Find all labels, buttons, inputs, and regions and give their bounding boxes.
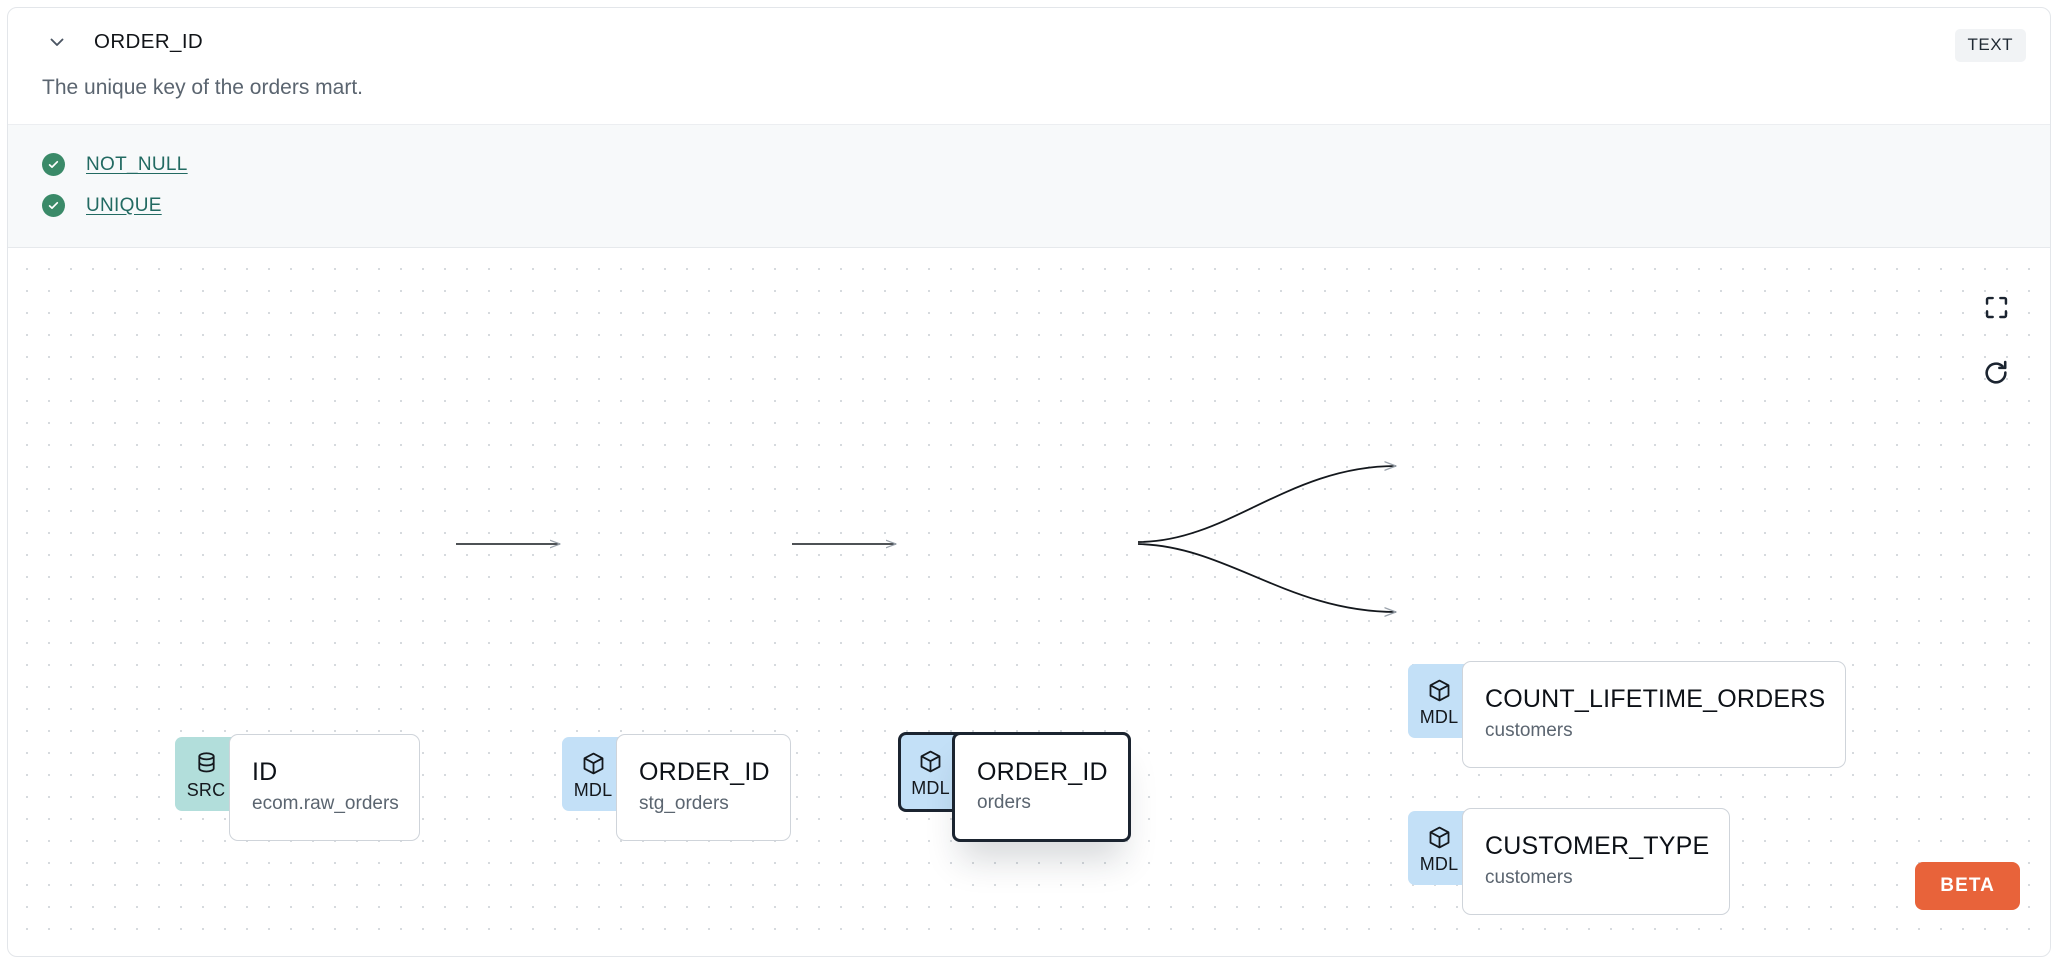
column-detail-card: ORDER_ID TEXT The unique key of the orde… <box>7 7 2051 957</box>
node-table-name: customers <box>1485 719 1573 741</box>
node-table-name: ecom.raw_orders <box>252 792 399 814</box>
test-link-unique[interactable]: UNIQUE <box>86 194 162 216</box>
tests-section: NOT_NULL UNIQUE <box>8 124 2050 249</box>
lineage-node-stg-order-id[interactable]: MDL ORDER_ID stg_orders <box>562 734 791 842</box>
check-circle-icon <box>42 153 65 177</box>
fit-view-button[interactable] <box>1974 285 2018 329</box>
page-title: ORDER_ID <box>94 29 204 53</box>
node-column-name: ID <box>252 758 278 787</box>
node-column-name: CUSTOMER_TYPE <box>1485 832 1710 861</box>
canvas-controls <box>1974 285 2018 395</box>
node-kind-badge-mdl: MDL <box>898 732 960 813</box>
node-kind-label: MDL <box>573 779 613 800</box>
node-kind-badge-src: SRC <box>175 737 237 812</box>
reset-button[interactable] <box>1974 351 2018 395</box>
node-kind-badge-mdl: MDL <box>562 737 624 812</box>
fit-view-icon <box>1985 296 2007 318</box>
test-row: UNIQUE <box>42 185 2016 226</box>
node-body: ORDER_ID stg_orders <box>616 734 791 842</box>
lineage-node-src-id[interactable]: SRC ID ecom.raw_orders <box>175 734 420 842</box>
node-body: ORDER_ID orders <box>952 732 1131 843</box>
node-body: COUNT_LIFETIME_ORDERS customers <box>1462 661 1847 769</box>
cube-icon <box>920 750 941 772</box>
edge-orders-to-count-lifetime-orders <box>1137 466 1396 544</box>
test-link-not-null[interactable]: NOT_NULL <box>86 153 188 175</box>
test-row: NOT_NULL <box>42 144 2016 185</box>
check-circle-icon <box>42 194 65 218</box>
chevron-down-icon[interactable] <box>42 27 72 57</box>
cube-icon <box>583 752 603 774</box>
node-table-name: stg_orders <box>639 792 729 814</box>
beta-badge[interactable]: BETA <box>1915 862 2020 911</box>
node-column-name: COUNT_LIFETIME_ORDERS <box>1485 685 1826 714</box>
database-icon <box>197 752 215 773</box>
node-kind-label: MDL <box>911 777 950 798</box>
node-kind-label: MDL <box>1419 853 1459 874</box>
cube-icon <box>1429 826 1449 848</box>
node-table-name: customers <box>1485 866 1573 888</box>
node-column-name: ORDER_ID <box>977 757 1108 786</box>
column-description: The unique key of the orders mart. <box>42 76 363 99</box>
lineage-node-count-lifetime-orders[interactable]: MDL COUNT_LIFETIME_ORDERS customers <box>1408 661 1847 769</box>
lineage-canvas[interactable]: SRC ID ecom.raw_orders MDL ORDER_ID stg_… <box>8 248 2050 943</box>
refresh-icon <box>1985 360 2007 384</box>
node-kind-badge-mdl: MDL <box>1408 664 1470 739</box>
node-body: CUSTOMER_TYPE customers <box>1462 808 1731 916</box>
node-kind-badge-mdl: MDL <box>1408 811 1470 886</box>
node-body: ID ecom.raw_orders <box>229 734 420 842</box>
lineage-node-orders-order-id[interactable]: MDL ORDER_ID orders <box>898 732 1131 843</box>
lineage-node-customer-type[interactable]: MDL CUSTOMER_TYPE customers <box>1408 808 1731 916</box>
node-table-name: orders <box>977 792 1031 814</box>
cube-icon <box>1429 679 1449 701</box>
node-column-name: ORDER_ID <box>639 758 770 787</box>
edge-orders-to-customer-type <box>1137 543 1396 612</box>
node-kind-label: MDL <box>1419 706 1459 727</box>
column-type-badge: TEXT <box>1954 29 2026 62</box>
card-header: ORDER_ID TEXT <box>8 8 2050 75</box>
node-kind-label: SRC <box>186 779 226 800</box>
